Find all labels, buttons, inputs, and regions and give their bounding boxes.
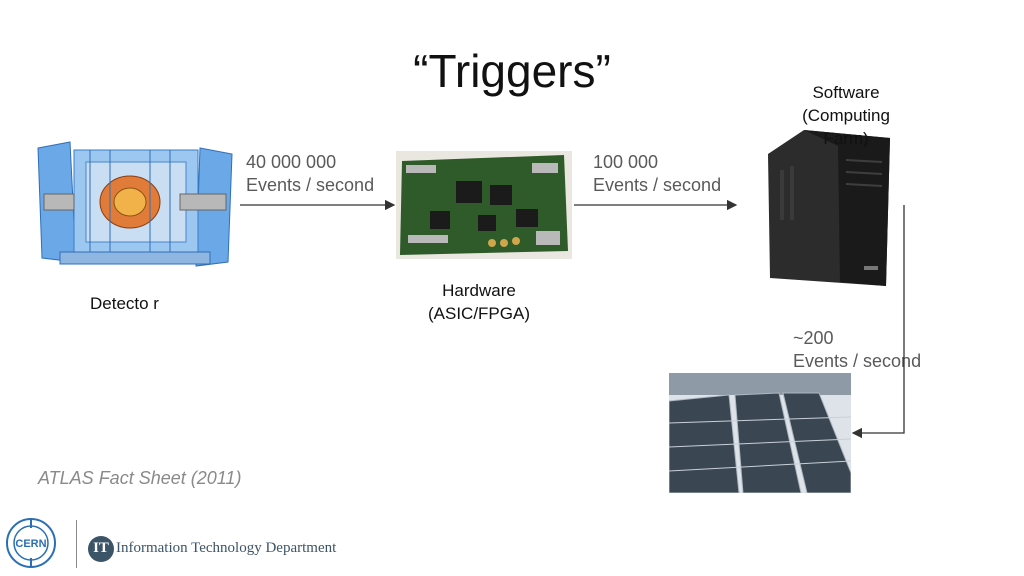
it-badge-text: IT <box>93 540 109 556</box>
atlas-detector-icon <box>37 141 233 267</box>
rate-detector-to-hardware: 40 000 000 Events / second <box>246 152 375 195</box>
software-server-image <box>768 130 890 286</box>
detector-label: Detecto r <box>90 294 159 313</box>
footer-divider <box>76 520 77 568</box>
data-center-icon <box>669 373 851 493</box>
rate-hardware-to-software: 100 000 Events / second <box>593 152 722 195</box>
slide-title: “Triggers” <box>413 45 611 97</box>
server-tower-icon <box>768 130 890 286</box>
hardware-board-image <box>396 151 572 259</box>
detector-image <box>30 140 240 270</box>
it-badge: IT <box>88 536 114 562</box>
hardware-label: Hardware (ASIC/FPGA) <box>427 281 530 323</box>
cern-logo: CERN <box>4 516 58 570</box>
rate-software-to-storage: ~200 Events / second <box>793 328 922 371</box>
circuit-board-icon <box>396 151 572 259</box>
data-center-image <box>669 373 851 493</box>
software-label: Software (Computing Farm) <box>802 83 890 148</box>
cern-logo-text: CERN <box>15 538 46 550</box>
source-citation: ATLAS Fact Sheet (2011) <box>38 468 242 488</box>
department-name: Information Technology Department <box>116 540 337 556</box>
cern-logo-icon: CERN <box>6 518 56 568</box>
